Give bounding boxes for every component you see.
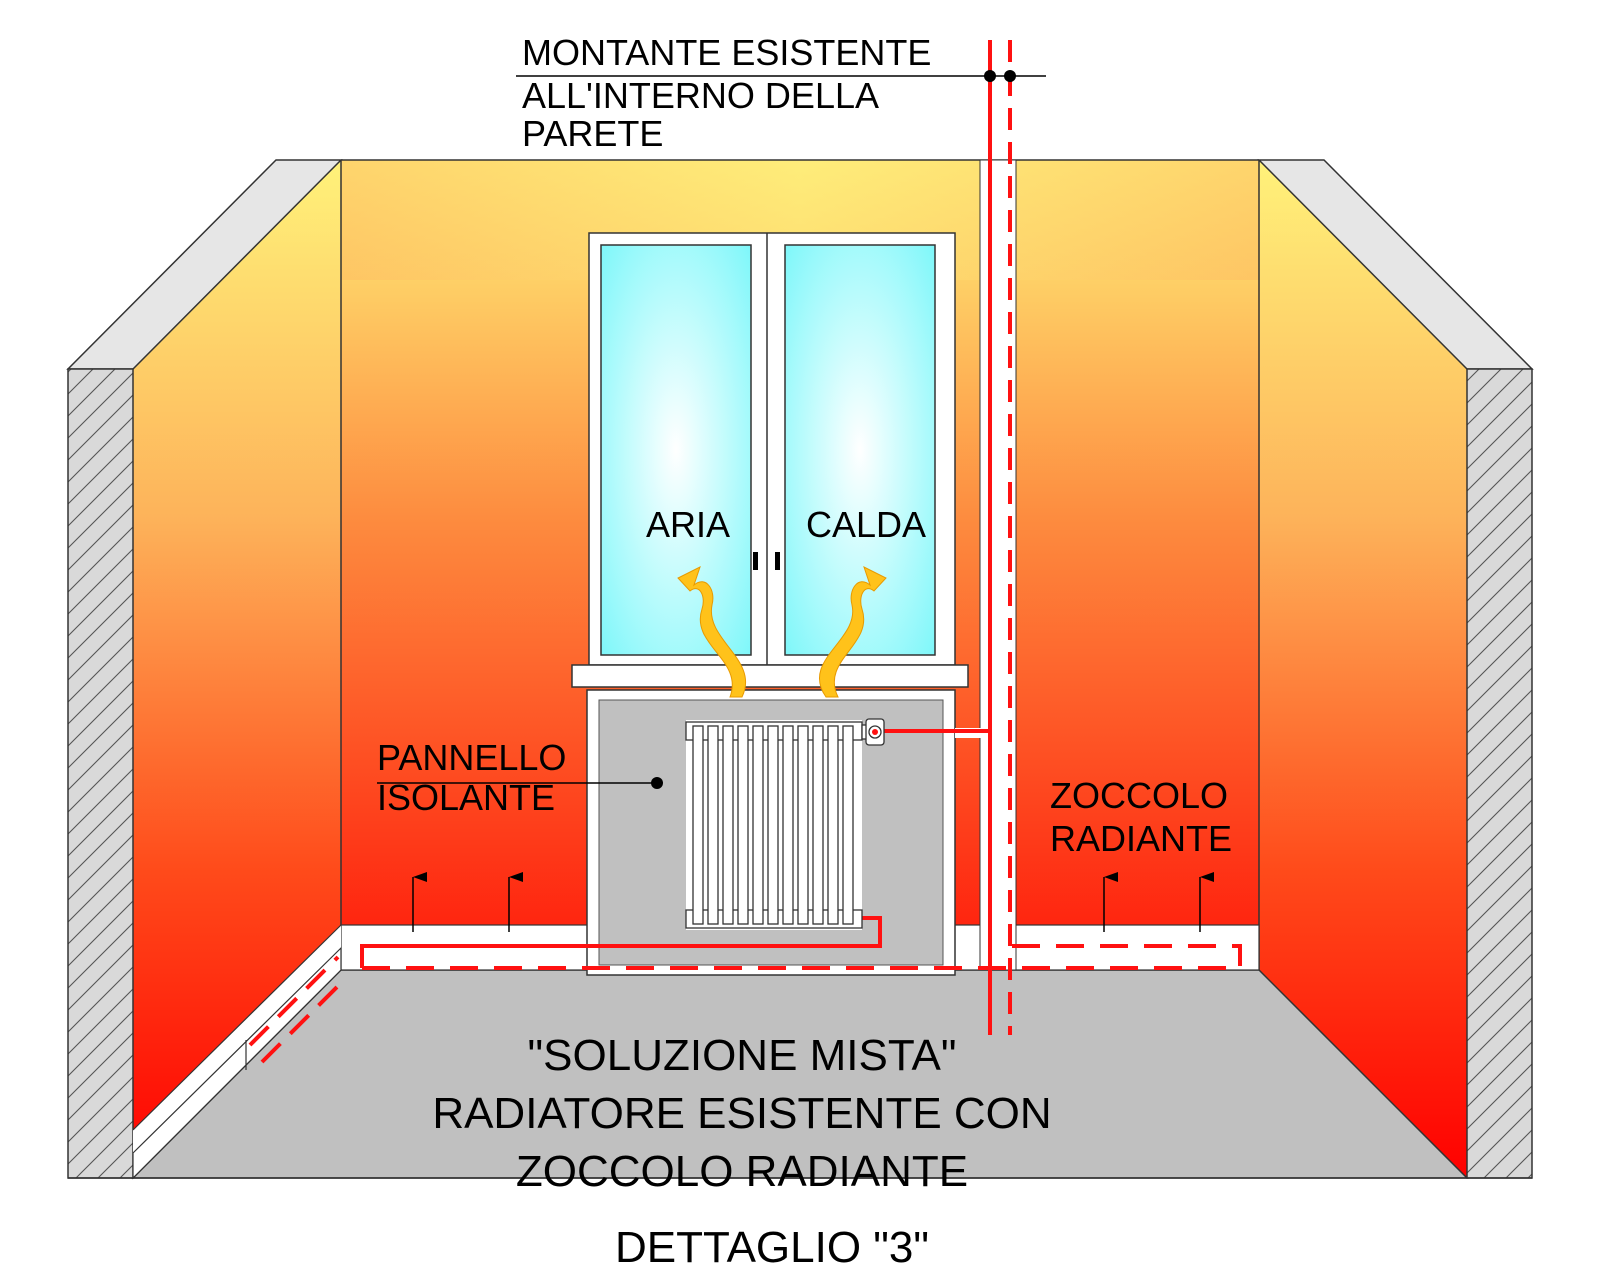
warm-air-arrows: [677, 566, 887, 698]
pipes: [248, 40, 1242, 1064]
caption-line1: "SOLUZIONE MISTA": [528, 1031, 957, 1080]
riser-leader: [516, 70, 1046, 82]
panel-leader: [377, 777, 663, 789]
right-wall-section: [1466, 368, 1533, 1179]
warm-air-arrow-right: [819, 566, 887, 698]
radiator: [685, 718, 885, 930]
caption-line2: RADIATORE ESISTENTE CON: [432, 1089, 1051, 1138]
skirting-heat-arrows: [412, 872, 1214, 932]
skirting-loop-pipe: [362, 944, 1242, 970]
caption-line3: ZOCCOLO RADIANTE: [516, 1147, 968, 1196]
left-wall-section: [67, 368, 134, 1179]
window-left-pane: [600, 244, 752, 656]
warm-air-arrow-left: [677, 566, 747, 698]
riser-label-line2: ALL'INTERNO DELLA: [522, 75, 879, 116]
panel-label-line1: PANNELLO: [377, 737, 566, 778]
right-side-wall: [1259, 160, 1467, 1178]
riser-label-line1: MONTANTE ESISTENTE: [522, 32, 931, 73]
window-handle-left: [753, 552, 758, 570]
radiator-outlet-pipe: [360, 916, 882, 968]
window: [571, 232, 969, 688]
window-sill: [571, 664, 969, 688]
riser-label-line3: PARETE: [522, 113, 663, 154]
window-handle-right: [775, 552, 780, 570]
panel-label-line2: ISOLANTE: [377, 777, 555, 818]
left-side-wall: [133, 160, 341, 1178]
skirting-label-line1: ZOCCOLO: [1050, 775, 1228, 816]
warm-air-label-right: CALDA: [806, 504, 926, 545]
warm-air-label-left: ARIA: [646, 504, 730, 545]
detail-title: DETTAGLIO "3": [615, 1223, 929, 1272]
skirting-label-line2: RADIANTE: [1050, 818, 1232, 859]
